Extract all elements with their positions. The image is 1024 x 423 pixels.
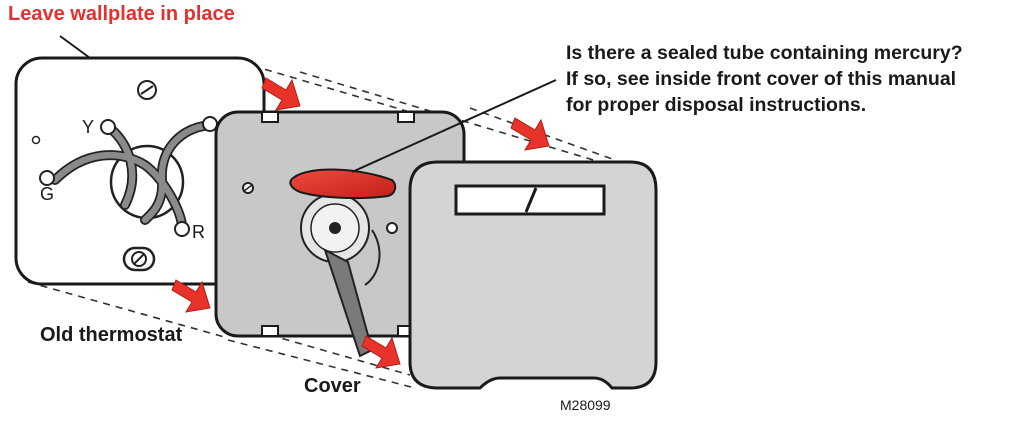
figure-code: M28099 [560,397,611,413]
mercury-note-line-1: Is there a sealed tube containing mercur… [566,42,963,64]
dashed-guides [27,61,616,389]
arrow-icon [261,77,301,111]
wallplate-pointer [59,35,91,59]
wallplate-callout: Leave wallplate in place [8,3,235,25]
pointer-line [351,79,557,173]
mercury-tube [289,168,397,200]
arrow-icon [510,117,550,151]
arrow-icon [171,279,211,313]
cover-label: Cover [304,375,361,397]
wallplate: Y W G R [14,56,266,286]
terminal-y-label: Y [82,117,94,137]
removal-arrows [171,77,550,369]
terminal-r-label: R [192,222,205,242]
cover [408,160,658,390]
mercury-note-line-3: for proper disposal instructions. [566,94,867,116]
terminal-g-label: G [40,184,54,204]
arrow-icon [361,335,401,369]
mercury-note-line-2: If so, see inside front cover of this ma… [566,68,957,90]
old-thermostat-label: Old thermostat [40,324,183,346]
